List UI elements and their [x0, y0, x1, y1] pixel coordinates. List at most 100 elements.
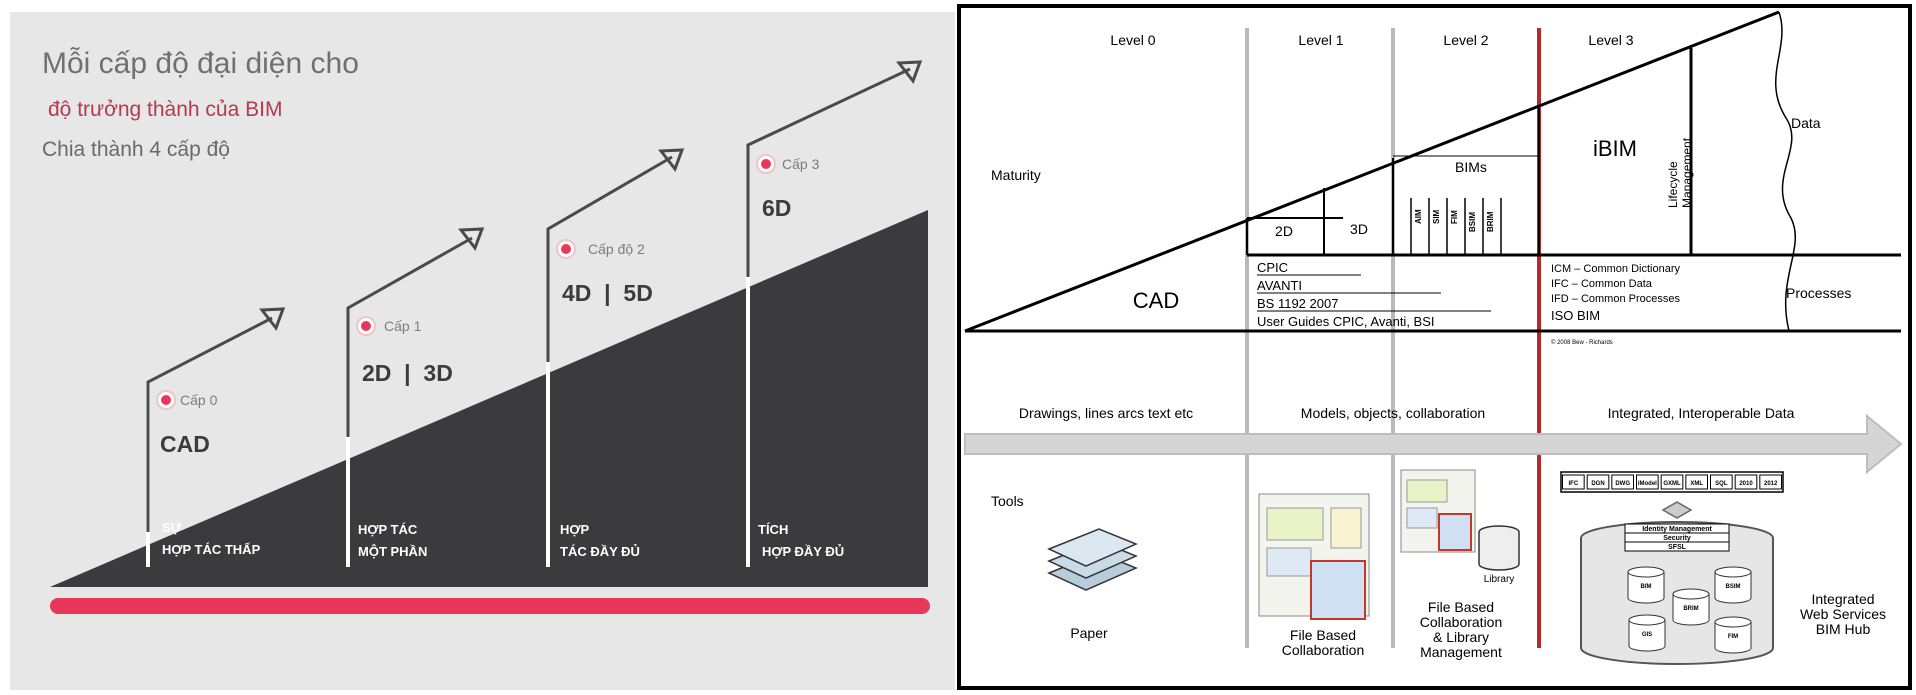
format-cell [1611, 474, 1634, 490]
standard-item: IFD – Common Processes [1551, 293, 1680, 305]
library-database-icon [1478, 525, 1520, 571]
paper-icon [1047, 528, 1138, 591]
stage-line-1: HỢP [560, 522, 589, 537]
database-label: BIM [1641, 584, 1652, 590]
bim-maturity-diagram: Level 0 Level 1 Level 2 Level 3 [957, 4, 1912, 690]
standard-item: IFC – Common Data [1551, 278, 1653, 290]
step-caption: Cấp 3 [782, 156, 820, 172]
library-label: Library [1484, 574, 1515, 585]
base-bar [50, 598, 930, 614]
standard-item: BS 1192 2007 [1257, 296, 1338, 311]
arrow-icon [458, 227, 485, 252]
step-level-0: Cấp 0 CAD SỰ HỢP TÁC THẤP [146, 307, 286, 567]
format-label: XML [1690, 481, 1703, 487]
format-label: DWG [1615, 481, 1630, 487]
format-label: 2010 [1739, 481, 1753, 487]
step-value: 6D [762, 195, 791, 221]
level-header: Level 2 [1443, 32, 1488, 48]
format-cell [1734, 474, 1758, 490]
stage-line-2: MỘT PHẦN [358, 544, 427, 559]
bim-type: BSIM [1468, 212, 1477, 232]
database-icon: BIM [1627, 566, 1665, 604]
format-label: 2012 [1764, 481, 1778, 487]
standard-item: ICM – Common Dictionary [1551, 263, 1680, 275]
format-cell [1562, 474, 1585, 490]
hub-layer: Security [1663, 535, 1691, 542]
slide-subtitle-highlight: độ trưởng thành của BIM [48, 98, 283, 121]
database-icon: GIS [1628, 614, 1666, 652]
dim-label: 2D [1275, 223, 1293, 239]
format-cell [1759, 474, 1782, 490]
document-icon [1400, 469, 1476, 553]
stage-line-1: HỢP TÁC [358, 522, 418, 537]
stage-line-1: SỰ [162, 520, 182, 535]
arrow-label: Drawings, lines arcs text etc [1019, 405, 1193, 421]
step-value: 2D | 3D [362, 360, 453, 386]
cad-label: CAD [1133, 288, 1179, 313]
level-header: Level 3 [1588, 32, 1633, 48]
stage-line-2: HỢP TÁC THẤP [162, 542, 261, 557]
step-value: CAD [160, 431, 210, 457]
bims-label: BIMs [1455, 159, 1487, 175]
row-label-tools: Tools [991, 493, 1024, 509]
standard-item: CPIC [1257, 260, 1288, 275]
format-cell [1586, 474, 1610, 490]
stage-line-2: HỢP ĐẦY ĐỦ [762, 544, 844, 559]
step-value: 4D | 5D [562, 280, 653, 306]
database-label: BRIM [1683, 606, 1698, 612]
standard-item: User Guides CPIC, Avanti, BSI [1257, 314, 1435, 329]
bim-type: AIM [1414, 209, 1423, 224]
lifecycle-label: LifecycleManagement [1666, 137, 1694, 208]
format-cell [1710, 474, 1733, 490]
hub-layer: Identity Management [1642, 526, 1712, 533]
row-label-maturity: Maturity [991, 167, 1041, 183]
bim-type: FIM [1450, 210, 1459, 224]
maturity-model-svg: Level 0 Level 1 Level 2 Level 3 [964, 10, 1903, 665]
arrow-label: Integrated, Interoperable Data [1608, 405, 1795, 421]
level-header: Level 1 [1298, 32, 1343, 48]
database-label: FIM [1728, 634, 1738, 640]
progress-arrow [964, 413, 1903, 475]
dim-label: 3D [1350, 221, 1368, 237]
arrow-label: Models, objects, collaboration [1301, 405, 1485, 421]
database-icon: FIM [1714, 616, 1752, 654]
format-label: DGN [1591, 481, 1604, 487]
format-cell [1636, 474, 1659, 490]
format-label: GXML [1663, 481, 1681, 487]
bim-hub-icon: BIM BRIM GIS BSIM FIM [1580, 501, 1774, 665]
row-label-data: Data [1791, 115, 1821, 131]
bullet-icon [161, 395, 171, 405]
slide-subtitle: Chia thành 4 cấp độ [42, 138, 230, 161]
stage-line-2: TÁC ĐẦY ĐỦ [560, 544, 640, 559]
format-label: SQL [1715, 481, 1728, 487]
standard-item: AVANTI [1257, 278, 1302, 293]
step-caption: Cấp độ 2 [588, 241, 645, 257]
bullet-icon [561, 244, 571, 254]
row-label-processes: Processes [1786, 285, 1851, 301]
tool-label-paper: Paper [1070, 625, 1108, 641]
format-label: iModel [1638, 481, 1657, 487]
slide-title: Mỗi cấp độ đại diện cho [42, 47, 359, 80]
arrow-icon [259, 307, 286, 332]
staircase-graphic: Cấp 0 CAD SỰ HỢP TÁC THẤP Cấp 1 2D | 3D … [50, 60, 930, 614]
step-caption: Cấp 0 [180, 392, 218, 408]
format-cell [1685, 474, 1708, 490]
database-label: BSIM [1726, 584, 1741, 590]
bim-type: BRIM [1486, 211, 1495, 232]
step-level-1: Cấp 1 2D | 3D HỢP TÁC MỘT PHẦN [346, 227, 485, 567]
format-cell [1660, 474, 1684, 490]
maturity-slope [50, 210, 928, 587]
database-icon: BRIM [1672, 588, 1710, 626]
step-level-2: Cấp độ 2 4D | 5D HỢP TÁC ĐẦY ĐỦ [546, 148, 685, 567]
stage-line-1: TÍCH [758, 522, 788, 537]
level-header: Level 0 [1110, 32, 1155, 48]
step-caption: Cấp 1 [384, 318, 422, 334]
database-icon: BSIM [1714, 566, 1752, 604]
document-icon [1258, 493, 1370, 620]
bullet-icon [361, 321, 371, 331]
